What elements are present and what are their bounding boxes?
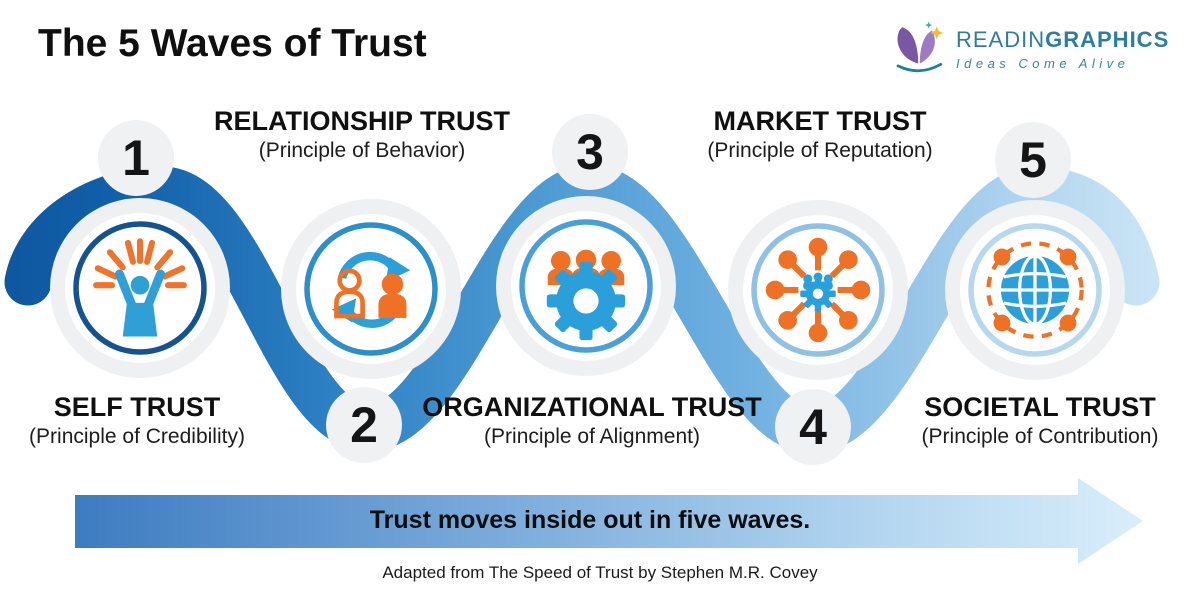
network-nodes bbox=[765, 237, 871, 343]
station-1-principle: (Principle of Credibility) bbox=[29, 425, 245, 449]
station-2-name: RELATIONSHIP TRUST bbox=[213, 106, 510, 136]
station-3-number-badge: 3 bbox=[552, 114, 628, 190]
station-4-circle bbox=[728, 200, 908, 380]
station-3-name: ORGANIZATIONAL TRUST bbox=[422, 392, 762, 422]
globe bbox=[1000, 254, 1070, 326]
globe-network-icon bbox=[986, 241, 1084, 339]
station-5-number-badge: 5 bbox=[995, 122, 1071, 198]
hub-team-gear bbox=[800, 272, 836, 312]
source-caption: Adapted from The Speed of Trust by Steph… bbox=[382, 563, 818, 582]
station-3-principle: (Principle of Alignment) bbox=[484, 425, 700, 449]
person-arms-raised bbox=[115, 269, 165, 337]
team-gear-icon bbox=[546, 249, 626, 341]
flow-arrow bbox=[75, 478, 1143, 564]
brand-name: READINGRAPHICS bbox=[956, 27, 1169, 53]
station-4-number-badge: 4 bbox=[775, 389, 851, 465]
brand-bold: GRAPHICS bbox=[1045, 27, 1170, 52]
station-1-number: 1 bbox=[122, 130, 150, 186]
station-4-name: MARKET TRUST bbox=[713, 106, 927, 136]
brand-regular: READIN bbox=[956, 27, 1046, 52]
station-4-principle: (Principle of Reputation) bbox=[707, 139, 933, 163]
station-4-label: MARKET TRUST (Principle of Reputation) bbox=[650, 106, 990, 163]
station-2-ring bbox=[304, 222, 438, 356]
station-2-label: RELATIONSHIP TRUST (Principle of Behavio… bbox=[192, 106, 532, 163]
station-3-label: ORGANIZATIONAL TRUST (Principle of Align… bbox=[382, 392, 802, 449]
station-5-name: SOCIETAL TRUST bbox=[924, 392, 1156, 422]
station-2-number-badge: 2 bbox=[326, 387, 402, 463]
person-solid bbox=[378, 273, 407, 318]
station-3-ring bbox=[519, 219, 653, 353]
celebrating-person-icon bbox=[93, 238, 187, 337]
station-3-circle bbox=[496, 196, 676, 376]
network-spokes bbox=[783, 255, 853, 325]
gear bbox=[546, 261, 626, 341]
station-1-circle bbox=[50, 198, 230, 378]
orbit-nodes bbox=[993, 248, 1077, 332]
station-2-circle bbox=[281, 199, 461, 379]
logo-text: READINGRAPHICS Ideas Come Alive bbox=[956, 27, 1169, 71]
station-1-number-badge: 1 bbox=[98, 120, 174, 196]
station-1-name: SELF TRUST bbox=[53, 392, 221, 422]
rays-icon bbox=[93, 238, 187, 289]
station-5-ring bbox=[968, 223, 1102, 357]
readinggraphics-logo: READINGRAPHICS Ideas Come Alive bbox=[890, 20, 1169, 78]
station-2-number: 2 bbox=[350, 397, 378, 453]
station-5-label: SOCIETAL TRUST (Principle of Contributio… bbox=[860, 392, 1200, 449]
station-4-ring bbox=[751, 223, 885, 357]
station-5-principle: (Principle of Contribution) bbox=[921, 425, 1159, 449]
station-1-label: SELF TRUST (Principle of Credibility) bbox=[0, 392, 307, 449]
station-3-number: 3 bbox=[576, 124, 604, 180]
brand-tagline: Ideas Come Alive bbox=[956, 56, 1130, 71]
page-title: The 5 Waves of Trust bbox=[38, 22, 427, 65]
people-exchange-icon bbox=[331, 252, 411, 328]
station-1-ring bbox=[73, 221, 207, 355]
station-2-principle: (Principle of Behavior) bbox=[258, 139, 466, 163]
station-5-circle bbox=[945, 200, 1125, 380]
person-outline bbox=[334, 268, 365, 319]
network-hub-icon bbox=[765, 237, 871, 343]
dashed-orbit bbox=[986, 241, 1084, 339]
station-5-number: 5 bbox=[1019, 132, 1047, 188]
butterfly-book-logo-icon bbox=[896, 21, 944, 73]
station-4-number: 4 bbox=[799, 399, 827, 455]
arrow-label: Trust moves inside out in five waves. bbox=[369, 506, 811, 534]
